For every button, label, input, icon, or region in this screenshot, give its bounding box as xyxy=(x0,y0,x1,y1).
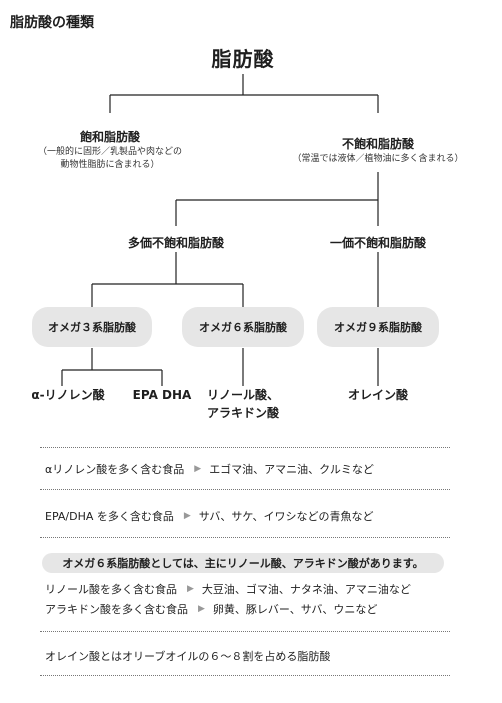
linoleic-leaf-line1: リノール酸、 xyxy=(206,388,280,402)
omega6-pill: オメガ６系脂肪酸 xyxy=(182,307,304,347)
linoleic-leaf-line2: アラキドン酸 xyxy=(206,406,280,420)
omega3-connector xyxy=(61,348,163,386)
poly-connector xyxy=(91,252,244,307)
unsaturated-connector xyxy=(175,172,379,226)
triangle-right-icon: ▶ xyxy=(187,584,194,594)
omega9-pill: オメガ９系脂肪酸 xyxy=(317,307,439,347)
unsaturated-title: 不飽和脂肪酸 xyxy=(341,137,415,151)
root-node: 脂肪酸 xyxy=(211,47,275,71)
unsaturated-note: （常温では液体／植物油に多く含まれる） xyxy=(292,154,464,164)
divider xyxy=(40,631,450,632)
divider xyxy=(40,447,450,448)
food-row-epa-dha: EPA/DHA を多く含む食品 ▶ サバ、サケ、イワシなどの青魚など xyxy=(45,508,373,524)
triangle-right-icon: ▶ xyxy=(194,464,202,474)
food-row-label: リノール酸を多く含む食品 xyxy=(45,583,177,596)
food-row-alpha: αリノレン酸を多く含む食品 ▶ エゴマ油、アマニ油、クルミなど xyxy=(45,461,374,477)
food-row-value: エゴマ油、アマニ油、クルミなど xyxy=(209,463,374,476)
food-row-value: 大豆油、ゴマ油、ナタネ油、アマニ油など xyxy=(201,583,411,596)
saturated-title: 飽和脂肪酸 xyxy=(79,130,141,144)
epa-dha-leaf: EPA DHA xyxy=(132,388,192,402)
triangle-right-icon: ▶ xyxy=(198,604,205,614)
food-row-value: 卵黄、豚レバー、サバ、ウニなど xyxy=(212,603,378,616)
divider xyxy=(40,675,450,676)
alpha-linolenic-leaf: α-リノレン酸 xyxy=(31,388,105,402)
saturated-note-line2: 動物性脂肪に含まれる） xyxy=(60,160,160,170)
food-row-linoleic: リノール酸を多く含む食品 ▶ 大豆油、ゴマ油、ナタネ油、アマニ油など xyxy=(45,581,411,597)
oleic-footer-text: オレイン酸とはオリーブオイルの６～８割を占める脂肪酸 xyxy=(45,650,331,663)
food-row-label: αリノレン酸を多く含む食品 xyxy=(45,463,185,476)
food-row-value: サバ、サケ、イワシなどの青魚など xyxy=(198,510,374,523)
page-title: 脂肪酸の種類 xyxy=(10,15,94,31)
divider xyxy=(40,537,450,538)
saturated-note-line1: （一般的に固形／乳製品や肉などの xyxy=(37,147,183,157)
divider xyxy=(40,489,450,490)
root-connector xyxy=(109,74,379,113)
poly-unsaturated-title: 多価不飽和脂肪酸 xyxy=(127,236,225,250)
oleic-leaf: オレイン酸 xyxy=(347,388,409,402)
mono-unsaturated-title: 一価不飽和脂肪酸 xyxy=(329,236,427,250)
omega3-pill: オメガ３系脂肪酸 xyxy=(32,307,152,347)
omega6-note-band: オメガ６系脂肪酸としては、主にリノール酸、アラキドン酸があります。 xyxy=(42,553,444,573)
food-row-label: EPA/DHA を多く含む食品 xyxy=(45,510,174,523)
food-row-label: アラキドン酸を多く含む食品 xyxy=(45,603,188,616)
triangle-right-icon: ▶ xyxy=(183,511,191,521)
oleic-footer: オレイン酸とはオリーブオイルの６～８割を占める脂肪酸 xyxy=(45,648,330,664)
food-row-arachidonic: アラキドン酸を多く含む食品 ▶ 卵黄、豚レバー、サバ、ウニなど xyxy=(45,601,377,617)
